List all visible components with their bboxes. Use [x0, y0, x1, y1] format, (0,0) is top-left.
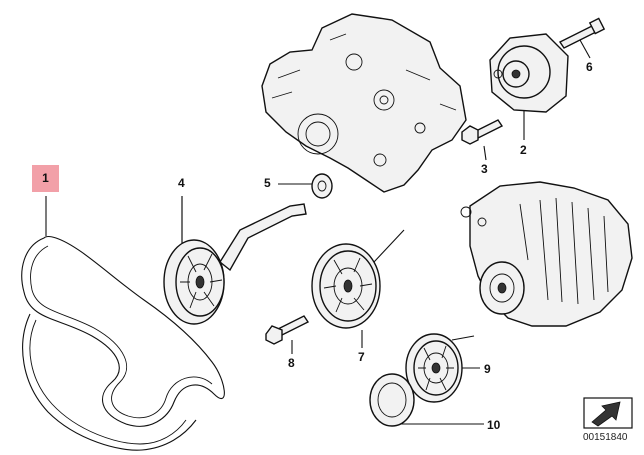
callout-9: 9 — [484, 362, 491, 376]
bolt-part-6 — [558, 17, 606, 59]
engine-bracket — [261, 13, 467, 193]
callout-2: 2 — [520, 143, 527, 157]
callout-3: 3 — [481, 162, 488, 176]
drive-belt — [21, 196, 225, 451]
idler-pulley-4 — [163, 196, 307, 325]
callout-5: 5 — [264, 176, 271, 190]
pulley-part-9 — [405, 333, 480, 403]
callout-10: 10 — [487, 418, 501, 432]
callout-8: 8 — [288, 356, 295, 370]
washer-part-5 — [278, 173, 333, 199]
callout-1: 1 — [32, 165, 59, 192]
bolt-part-3 — [461, 119, 504, 161]
bolt-part-8 — [265, 315, 310, 354]
callout-7: 7 — [358, 350, 365, 364]
idler-pulley-7 — [311, 229, 405, 348]
callout-4: 4 — [178, 176, 185, 190]
diagram-reference-number: 00151840 — [583, 432, 628, 443]
belt-tensioner — [489, 33, 569, 113]
view-direction-arrow-icon — [583, 397, 633, 429]
callout-6: 6 — [586, 60, 593, 74]
alternator — [460, 181, 633, 327]
